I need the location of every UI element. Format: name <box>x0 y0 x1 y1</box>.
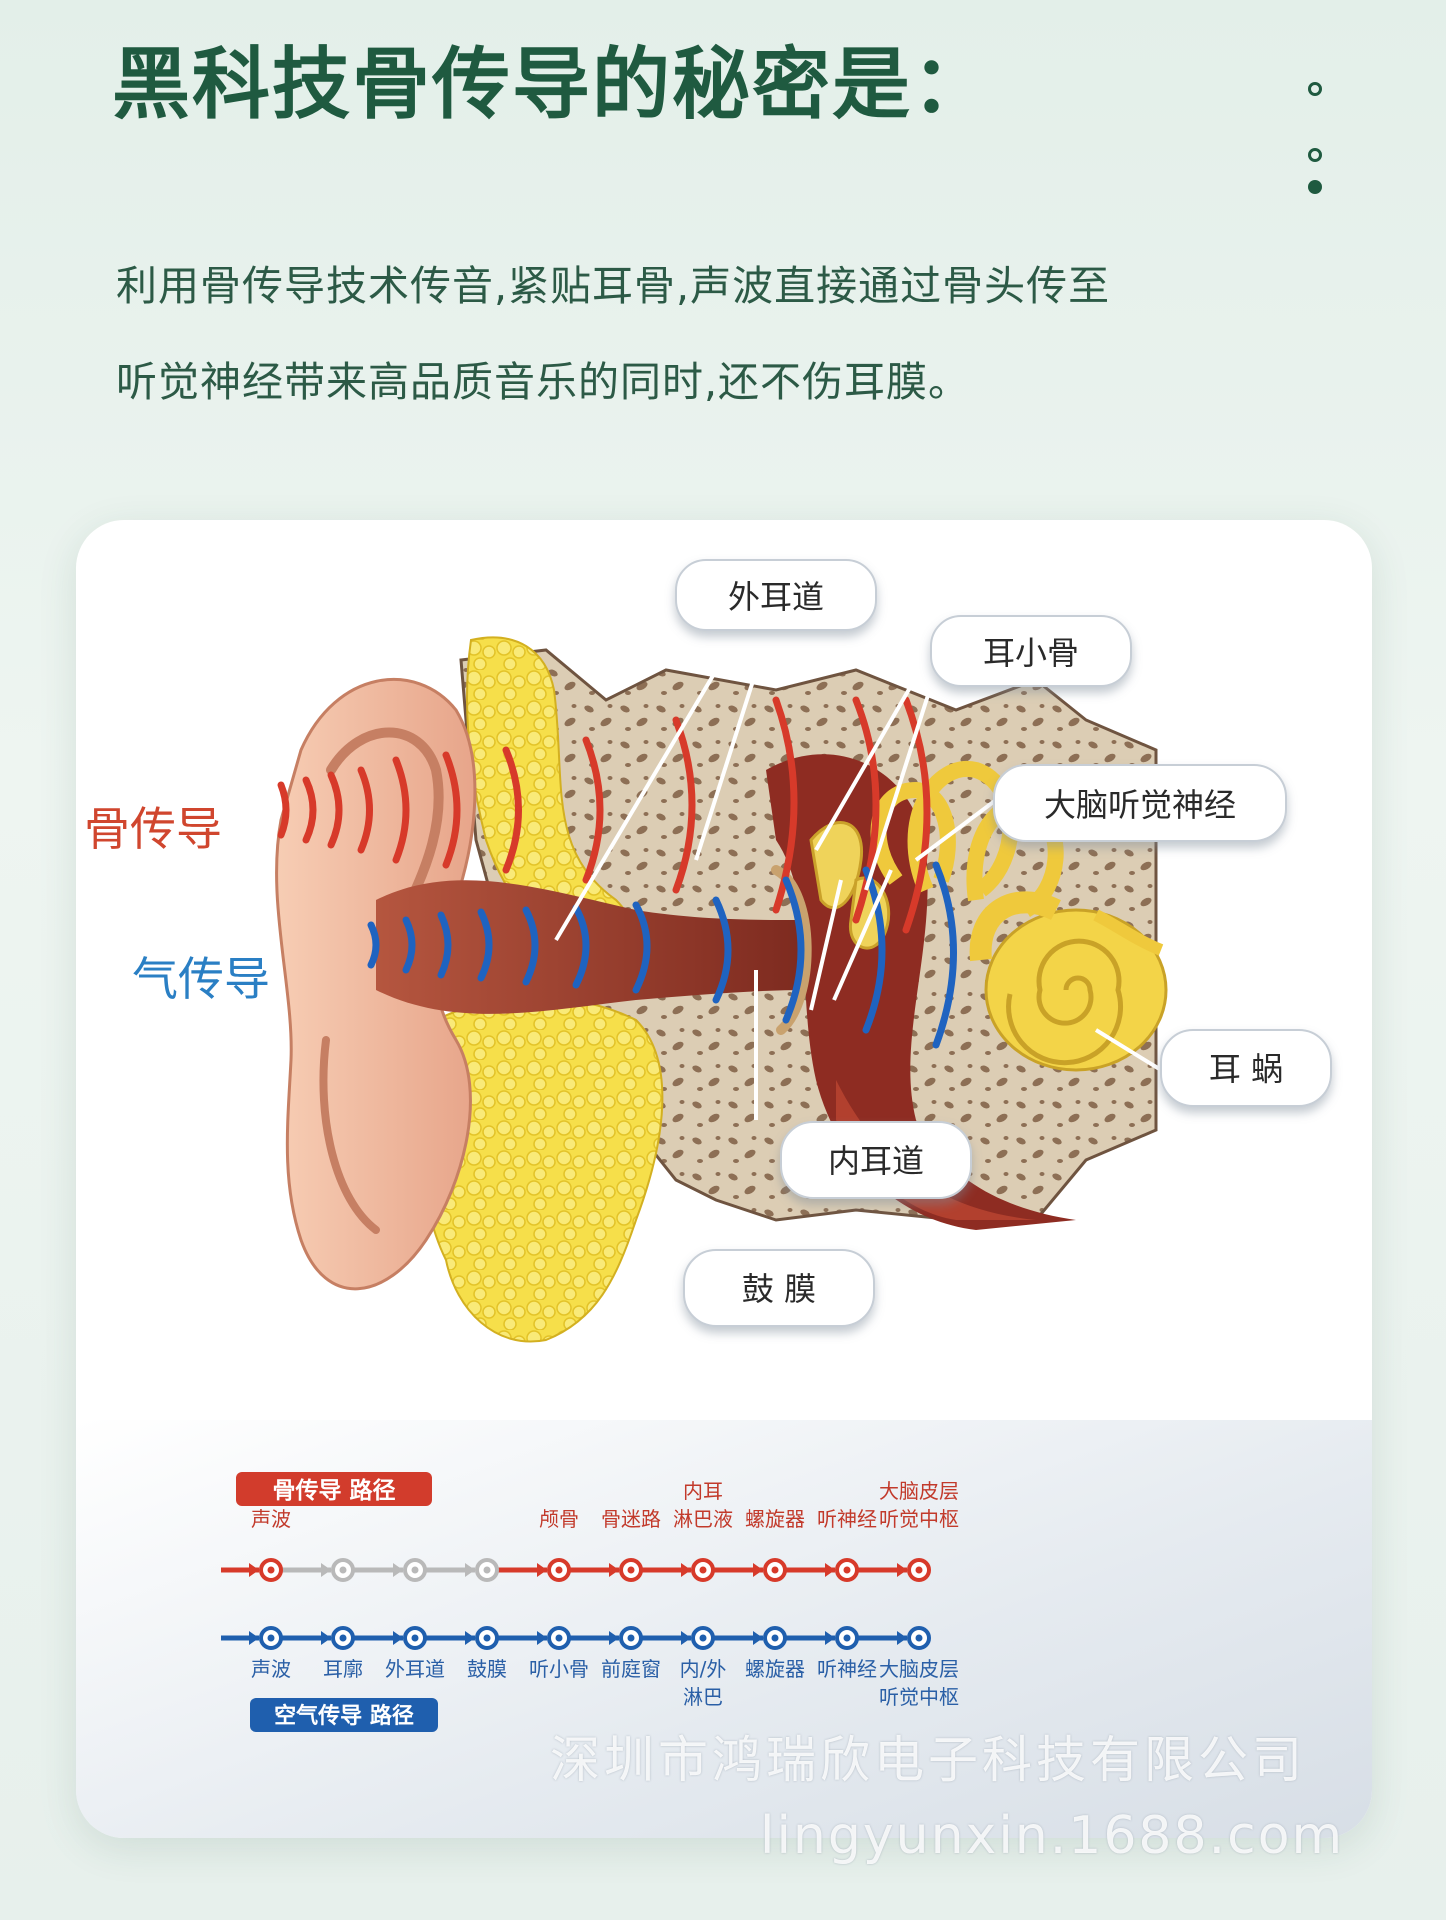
bone-route-node-center <box>627 1566 635 1574</box>
bone-route-node-center <box>555 1566 563 1574</box>
ear-illustration <box>275 636 1168 1343</box>
bone-route-track: 声波 颅骨骨迷路内耳淋巴液螺旋器听神经大脑皮层听觉中枢 <box>221 1479 959 1582</box>
callout-auditory-nerve: 大脑听觉神经 <box>993 764 1287 842</box>
air-route-arrow <box>249 1631 259 1645</box>
description: 利用骨传导技术传音,紧贴耳骨,声波直接通过骨头传至 听觉神经带来高品质音乐的同时… <box>116 238 1316 430</box>
bone-route-node-center <box>267 1566 275 1574</box>
description-line-2: 听觉神经带来高品质音乐的同时,还不伤耳膜。 <box>116 358 971 406</box>
air-conduction-waves <box>367 861 957 1049</box>
bone-route-arrow <box>897 1563 907 1577</box>
pagination-dot[interactable] <box>1308 148 1322 162</box>
air-route-label: 耳廓 <box>323 1657 363 1681</box>
callout-cochlea: 耳 蜗 <box>1160 1029 1332 1107</box>
ear-diagram: 骨传导 气传导 外耳道 耳小骨 大脑听觉神经 耳 蜗 内耳道 鼓 膜 <box>84 559 1332 1732</box>
callout-outer-canal: 外耳道 <box>675 559 877 631</box>
bone-route-label: 颅骨 <box>539 1507 579 1531</box>
bone-route-arrow <box>537 1563 547 1577</box>
bone-route-arrow <box>681 1563 691 1577</box>
diagram-card: 骨传导 气传导 外耳道 耳小骨 大脑听觉神经 耳 蜗 内耳道 鼓 膜 <box>76 520 1372 1838</box>
air-route-node-center <box>771 1634 779 1642</box>
bone-route-arrow <box>465 1563 475 1577</box>
air-route-track: 声波 耳廓外耳道鼓膜听小骨前庭窗内/外淋巴螺旋器听神经大脑皮层听觉中枢 <box>221 1626 959 1709</box>
air-route-arrow <box>825 1631 835 1645</box>
callout-eardrum-text: 鼓 膜 <box>742 1270 816 1308</box>
bone-route-label: 骨迷路 <box>601 1507 661 1531</box>
bone-route-arrow <box>609 1563 619 1577</box>
bone-conduction-label: 骨传导 <box>84 802 222 856</box>
bone-route-arrow <box>393 1563 403 1577</box>
page-title: 黑科技骨传导的秘密是： <box>112 40 993 130</box>
bone-route-label: 声波 <box>251 1507 291 1531</box>
air-route-arrow <box>609 1631 619 1645</box>
callout-ossicles: 耳小骨 <box>930 615 1132 687</box>
bone-route-label: 螺旋器 <box>745 1507 805 1531</box>
air-route-node-center <box>555 1634 563 1642</box>
bone-route-label: 内耳 <box>683 1479 723 1503</box>
watermark-company: 深圳市鸿瑞欣电子科技有限公司 <box>550 1731 1306 1789</box>
air-route-label: 鼓膜 <box>467 1657 507 1681</box>
callout-cochlea-text: 耳 蜗 <box>1209 1050 1283 1088</box>
pointer-lines <box>554 618 1163 1120</box>
air-route-label: 听觉中枢 <box>879 1685 959 1709</box>
bone-route-arrow <box>825 1563 835 1577</box>
air-route-arrow <box>753 1631 763 1645</box>
air-route-label: 大脑皮层 <box>879 1657 959 1681</box>
air-route-label: 前庭窗 <box>601 1657 661 1681</box>
bone-route-label: 淋巴液 <box>673 1507 733 1531</box>
bone-route-tag-text: 骨传导 路径 <box>272 1477 395 1504</box>
callout-ossicles-text: 耳小骨 <box>983 634 1079 672</box>
air-route-label: 内/外 <box>680 1657 727 1681</box>
air-route-arrow <box>897 1631 907 1645</box>
air-route-tag: 空气传导 路径 <box>250 1698 438 1732</box>
bone-route-arrow <box>321 1563 331 1577</box>
air-route-node-center <box>483 1634 491 1642</box>
cochlea-shape <box>969 891 1168 1072</box>
air-route-label: 外耳道 <box>385 1657 445 1681</box>
bone-route-label: 大脑皮层 <box>879 1479 959 1503</box>
air-route-node-center <box>843 1634 851 1642</box>
air-route-arrow <box>537 1631 547 1645</box>
air-route-label: 螺旋器 <box>745 1657 805 1681</box>
air-route-node-center <box>699 1634 707 1642</box>
pagination-dot-active[interactable] <box>1308 180 1322 194</box>
bone-route-node-center <box>843 1566 851 1574</box>
bone-route-label: 听神经 <box>817 1507 877 1531</box>
bone-route-node-center <box>699 1566 707 1574</box>
air-route-label: 听神经 <box>817 1657 877 1681</box>
bone-route-node-center <box>411 1566 419 1574</box>
watermark-site: lingyunxin.1688.com <box>760 1806 1345 1866</box>
bone-route-node-center <box>339 1566 347 1574</box>
air-route-node-center <box>627 1634 635 1642</box>
bone-route-label: 听觉中枢 <box>879 1507 959 1531</box>
bone-route-tag: 骨传导 路径 <box>236 1472 432 1506</box>
air-conduction-label: 气传导 <box>132 952 270 1006</box>
description-line-1: 利用骨传导技术传音,紧贴耳骨,声波直接通过骨头传至 <box>116 262 1111 310</box>
air-route-node-center <box>411 1634 419 1642</box>
air-route-arrow <box>393 1631 403 1645</box>
bone-route-node-center <box>771 1566 779 1574</box>
air-route-arrow <box>321 1631 331 1645</box>
air-route-label: 听小骨 <box>529 1657 589 1681</box>
air-route-arrow <box>465 1631 475 1645</box>
callout-eardrum: 鼓 膜 <box>683 1249 875 1327</box>
air-route-node-center <box>267 1634 275 1642</box>
air-route-node-center <box>339 1634 347 1642</box>
air-route-label: 淋巴 <box>683 1685 723 1709</box>
pagination-dot[interactable] <box>1308 82 1322 96</box>
air-route-arrow <box>681 1631 691 1645</box>
callout-auditory-nerve-text: 大脑听觉神经 <box>1044 786 1236 824</box>
callout-outer-canal-text: 外耳道 <box>728 578 824 616</box>
callout-inner-canal: 内耳道 <box>780 1121 972 1199</box>
bone-route-arrow <box>753 1563 763 1577</box>
bone-route-node-center <box>915 1566 923 1574</box>
callout-inner-canal-text: 内耳道 <box>828 1142 924 1180</box>
air-route-tag-text: 空气传导 路径 <box>274 1703 414 1729</box>
air-route-node-center <box>915 1634 923 1642</box>
bone-route-arrow <box>249 1563 259 1577</box>
air-route-label: 声波 <box>251 1657 291 1681</box>
bone-route-node-center <box>483 1566 491 1574</box>
